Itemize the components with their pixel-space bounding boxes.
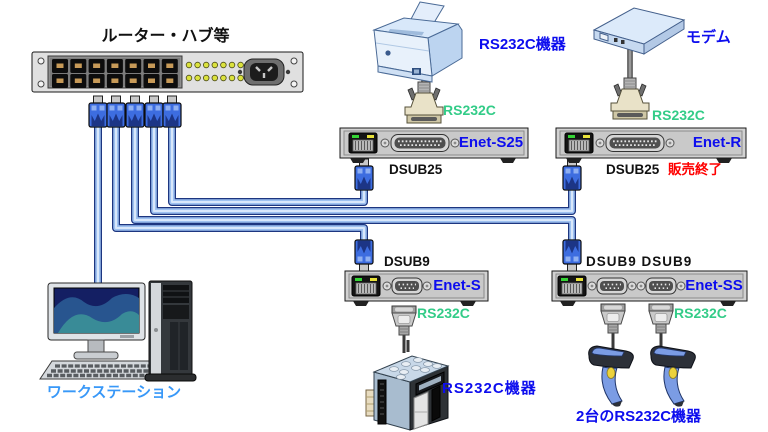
rj45-plug-icon xyxy=(88,95,108,128)
dsub25-connector-icon xyxy=(404,81,444,124)
enet-s25-name: Enet-S25 xyxy=(458,134,524,151)
dsub9-connector-icon xyxy=(600,303,626,334)
dsub25-label-s25: DSUB25 xyxy=(389,162,443,177)
barcode-scanner-icon xyxy=(650,345,696,408)
rs232c-label-printer: RS232C xyxy=(443,102,496,118)
dsub25-connector-icon xyxy=(610,77,650,120)
enet-ss-name: Enet-SS xyxy=(685,277,743,294)
printer-icon xyxy=(372,1,463,83)
modem-label: モデム xyxy=(686,29,731,46)
power-inlet-icon xyxy=(237,58,291,86)
barcode-scanner-icon xyxy=(588,345,634,408)
dsub25-label-r: DSUB25 販売終了 xyxy=(606,162,723,178)
hub-label: ルーター・ハブ等 xyxy=(101,28,230,45)
rj45-plug-icon xyxy=(354,239,374,272)
dsub9-label-ss: DSUB9 DSUB9 xyxy=(586,254,693,269)
server-box-enet-ss xyxy=(551,270,748,306)
serial-link-plc xyxy=(391,305,417,353)
rj45-plug-icon xyxy=(562,158,582,191)
ethernet-cables xyxy=(94,127,576,288)
plc-device-icon xyxy=(365,340,450,431)
modem-icon xyxy=(592,7,686,55)
workstation-icon xyxy=(39,280,197,382)
rj45-plug-icon xyxy=(354,158,374,191)
rs232c-label-modem: RS232C xyxy=(652,107,705,123)
rs232c-label-plc: RS232C xyxy=(417,305,470,321)
hub-leds xyxy=(185,61,244,82)
dsub9-connector-icon xyxy=(391,305,417,336)
rs232c-label-scanners: RS232C xyxy=(674,305,727,321)
cable-to-enet-s25 xyxy=(168,127,368,206)
server-box-enet-s25 xyxy=(339,127,529,163)
scanners-label: 2台のRS232C機器 xyxy=(576,408,702,425)
rj45-plug-icon xyxy=(562,239,582,272)
workstation-label: ワークステーション xyxy=(46,384,182,401)
server-box-enet-r xyxy=(555,127,747,163)
hub-cable-plugs xyxy=(88,95,182,128)
serial-link-modem xyxy=(610,48,650,120)
cable-to-enet-s xyxy=(112,127,368,240)
enet-r-name: Enet-R xyxy=(692,134,742,151)
printer-device-label: RS232C機器 xyxy=(479,36,566,53)
dsub9-label-s: DSUB9 xyxy=(384,254,430,269)
cable-to-enet-r xyxy=(150,127,576,215)
dsub25-text: DSUB25 xyxy=(606,162,660,177)
serial-link-scanners xyxy=(600,303,674,350)
rj45-plug-icon xyxy=(144,95,164,128)
discontinued-badge: 販売終了 xyxy=(668,162,723,177)
rj45-plug-icon xyxy=(106,95,126,128)
plc-device-label: RS232C機器 xyxy=(442,380,537,397)
rj45-plug-icon xyxy=(162,95,182,128)
enet-s-name: Enet-S xyxy=(433,277,481,294)
rj45-plug-icon xyxy=(125,95,145,128)
server-box-enet-s xyxy=(344,270,489,306)
hub-icon xyxy=(31,51,304,93)
cable-to-enet-ss xyxy=(131,127,576,240)
dsub9-connector-icon xyxy=(648,303,674,334)
